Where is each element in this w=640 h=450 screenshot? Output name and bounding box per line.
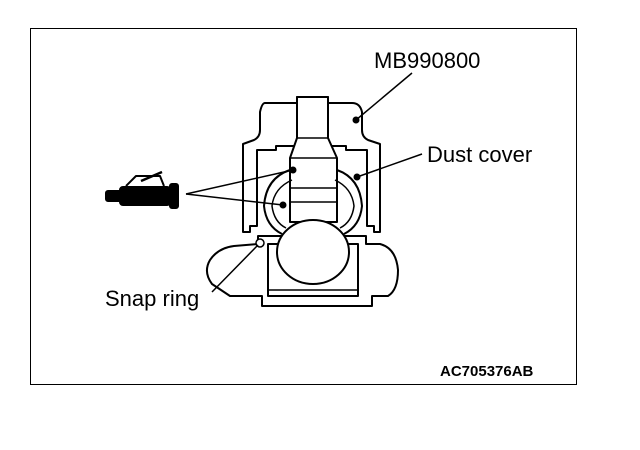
grease-gun-icon <box>105 170 179 209</box>
grease-leader-dot-upper <box>289 166 297 174</box>
snap-ring-label: Snap ring <box>105 286 200 311</box>
dust-cover-leader-line <box>356 153 423 178</box>
dust-cover-label: Dust cover <box>427 142 533 167</box>
grease-leader-dot-lower <box>279 201 287 209</box>
figure-code-label: AC705376AB <box>440 363 534 380</box>
tool-leader-dot <box>352 116 360 124</box>
dust-cover <box>263 169 363 235</box>
ball-joint-ball <box>276 219 350 285</box>
dust-cover-leader-dot <box>353 173 361 181</box>
special-tool-body <box>242 96 381 233</box>
dust-cover-inner <box>271 179 355 229</box>
grease-leader-line-upper <box>185 169 294 195</box>
special-tool-label: MB990800 <box>374 48 481 73</box>
snap-ring-leader-line <box>211 244 259 293</box>
tool-leader-line <box>355 72 413 121</box>
ball-stud-shaft <box>289 96 338 223</box>
figure-frame <box>30 28 577 385</box>
grease-leader-line-lower <box>185 193 284 206</box>
